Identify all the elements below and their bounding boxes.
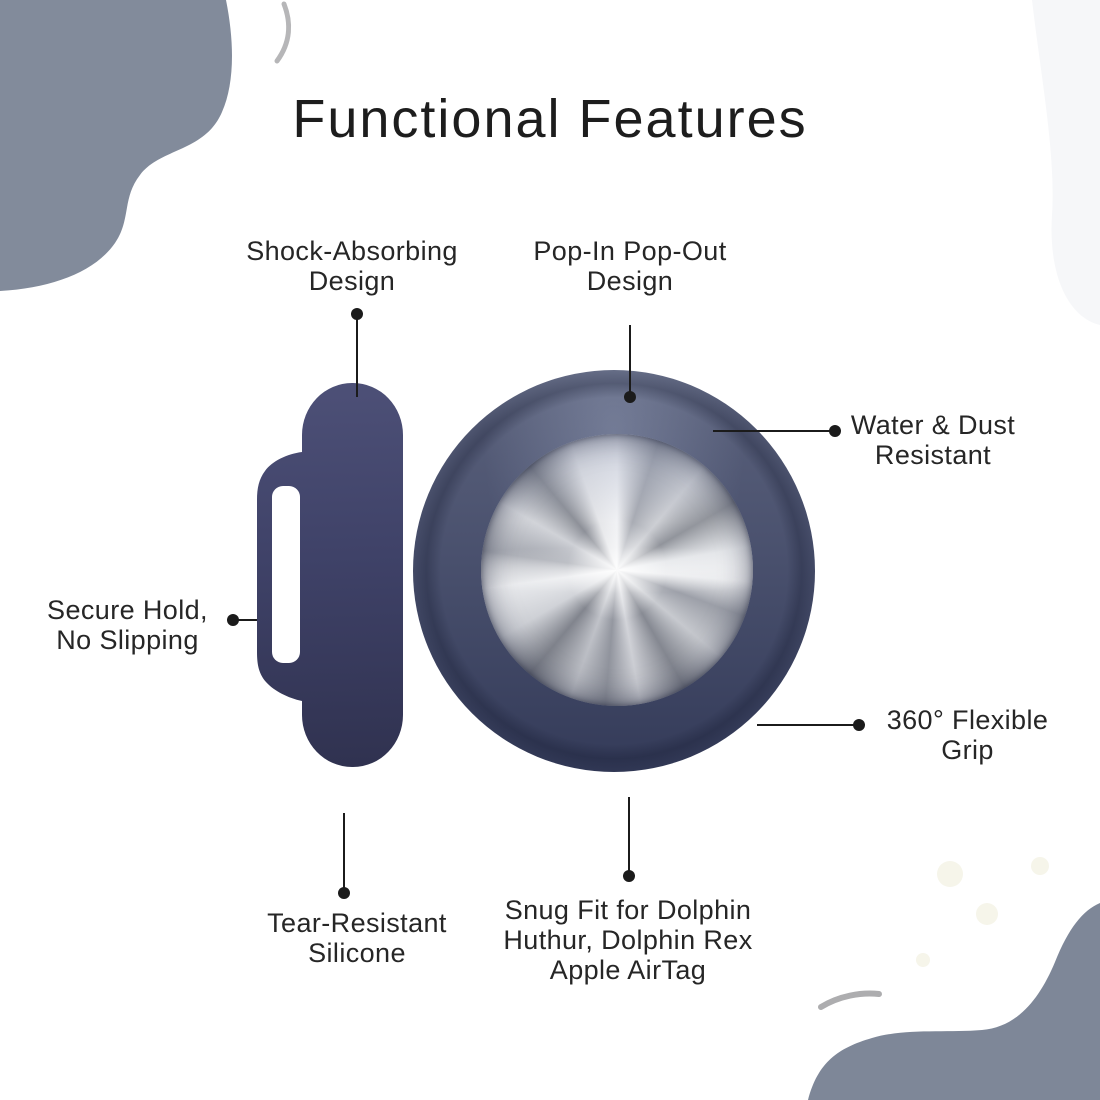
callout-water-dust: Water & Dust Resistant [850,410,1016,471]
leader-dot-grip [853,719,865,731]
callout-secure-hold: Secure Hold, No Slipping [47,595,208,656]
callout-tear-resistant: Tear-Resistant Silicone [267,908,447,969]
leader-dot-shock [351,308,363,320]
leader-dot-water [829,425,841,437]
page-title: Functional Features [292,89,808,149]
leader-dot-tear [338,887,350,899]
decor-blob-bottom-right [808,903,1100,1100]
leader-dot-pop [624,391,636,403]
callout-snug-fit: Snug Fit for Dolphin Huthur, Dolphin Rex… [503,895,753,986]
decor-curve-bottom-right [818,990,882,1010]
callout-flexible-grip: 360° Flexible Grip [886,705,1049,766]
holder-body [302,383,403,767]
decor-blob-top-right [1032,0,1100,325]
leader-line-secure [233,619,257,621]
leader-line-grip [757,724,857,726]
decor-blob-top-left [0,0,232,291]
decor-curve-top [274,1,292,64]
holder-handle-slot [272,486,300,663]
leader-line-shock [356,315,358,397]
airtag-metal-disc [481,434,753,706]
product-side-view [257,383,403,767]
leader-line-pop [629,325,631,397]
decor-faint-dots [916,857,1049,967]
callout-shock-absorbing: Shock-Absorbing Design [246,236,458,297]
leader-dot-snug [623,870,635,882]
leader-line-snug [628,797,630,874]
leader-line-water [713,430,833,432]
leader-line-tear [343,813,345,891]
callout-pop-in-pop-out: Pop-In Pop-Out Design [533,236,727,297]
